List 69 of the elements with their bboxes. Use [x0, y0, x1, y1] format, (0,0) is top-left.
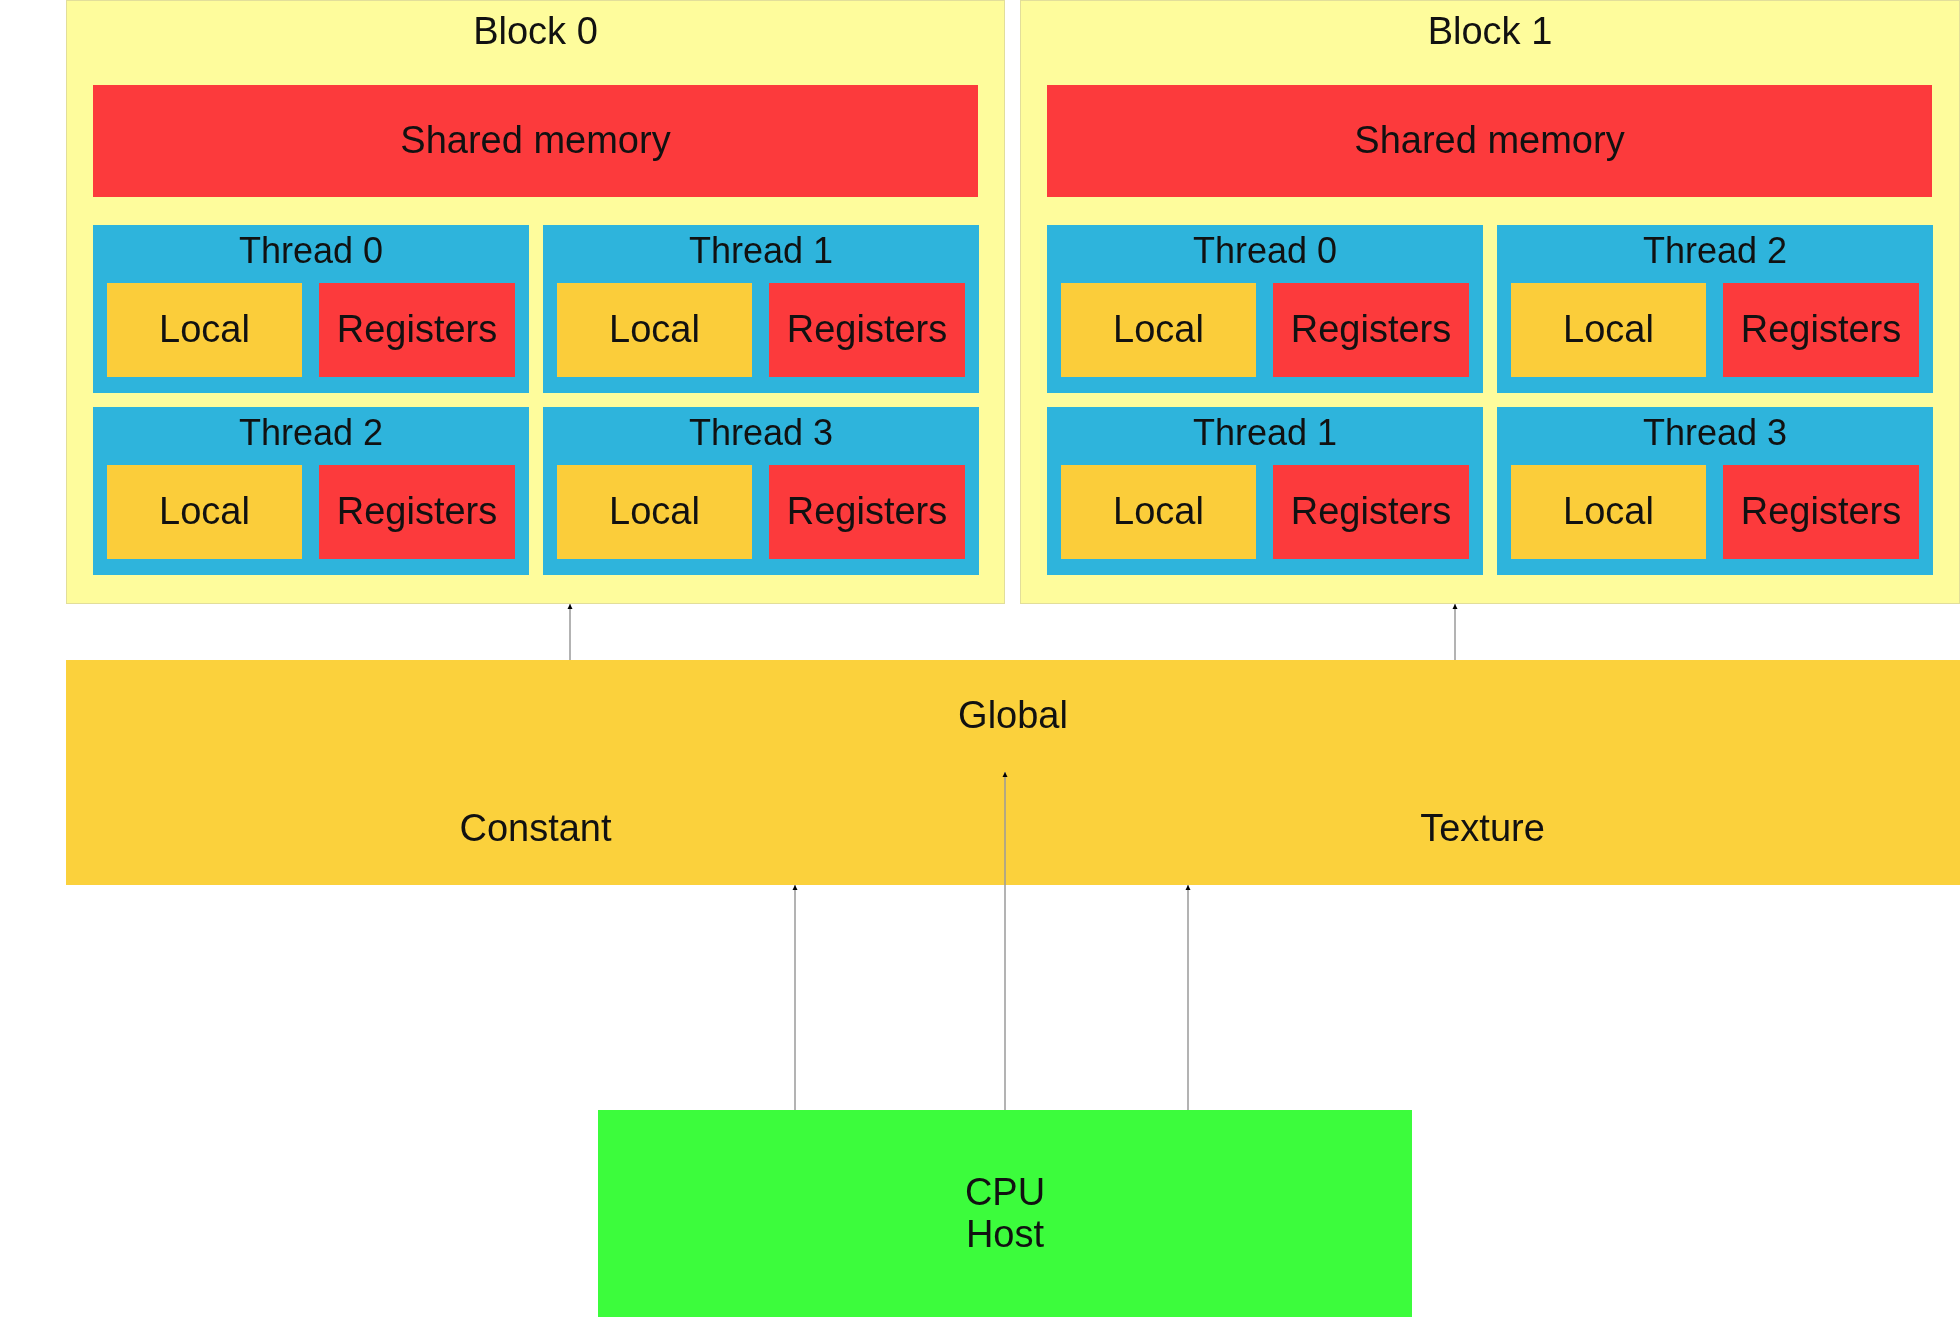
memory-label: Registers [1740, 491, 1902, 533]
memory-label: Global [958, 695, 1068, 737]
thread-block-panel [66, 0, 1005, 604]
arrow [792, 884, 798, 1111]
memory-label: Registers [336, 491, 498, 533]
thread-title: Thread 1 [1191, 413, 1339, 453]
thread-title: Thread 2 [1641, 231, 1789, 271]
memory-bar [66, 660, 1960, 772]
local-memory-box [1061, 283, 1256, 377]
memory-label: Registers [1740, 309, 1902, 351]
thread-panel [1047, 407, 1483, 575]
thread-title: Thread 3 [687, 413, 835, 453]
shared-memory-box [93, 85, 978, 197]
local-memory-box [1511, 465, 1706, 559]
registers-box [1273, 283, 1469, 377]
memory-label: Local [1113, 309, 1204, 351]
memory-label: Local [159, 491, 250, 533]
memory-label: Constant [459, 807, 612, 850]
memory-label: Registers [786, 491, 948, 533]
thread-title: Thread 0 [237, 231, 385, 271]
local-memory-box [1061, 465, 1256, 559]
memory-label: Registers [1290, 491, 1452, 533]
thread-title: Thread 2 [237, 413, 385, 453]
block-title: Block 0 [472, 11, 599, 53]
registers-box [1273, 465, 1469, 559]
memory-label: Local [609, 309, 700, 351]
memory-label: Local [1563, 309, 1654, 351]
arrow [1452, 603, 1458, 661]
memory-label: Local [159, 309, 250, 351]
memory-label: Registers [1290, 309, 1452, 351]
registers-box [769, 465, 965, 559]
thread-panel [93, 225, 529, 393]
thread-title: Thread 3 [1641, 413, 1789, 453]
thread-panel [1047, 225, 1483, 393]
thread-panel [1497, 225, 1933, 393]
memory-label: Local [1113, 491, 1204, 533]
thread-title: Thread 1 [687, 231, 835, 271]
local-memory-box [1511, 283, 1706, 377]
memory-label: Registers [786, 309, 948, 351]
thread-block-panel [1020, 0, 1960, 604]
registers-box [1723, 465, 1919, 559]
registers-box [319, 465, 515, 559]
shared-memory-box [1047, 85, 1932, 197]
registers-box [1723, 283, 1919, 377]
local-memory-box [107, 283, 302, 377]
memory-label: Local [609, 491, 700, 533]
memory-label: Texture [1420, 807, 1545, 850]
memory-bar [66, 772, 1005, 885]
memory-label: Shared memory [400, 120, 671, 162]
thread-panel [1497, 407, 1933, 575]
thread-panel [543, 407, 979, 575]
local-memory-box [557, 465, 752, 559]
local-memory-box [557, 283, 752, 377]
memory-bar [1005, 772, 1960, 885]
arrow [567, 603, 573, 661]
arrow [1002, 771, 1008, 1111]
arrow [1185, 884, 1191, 1111]
thread-title: Thread 0 [1191, 231, 1339, 271]
local-memory-box [107, 465, 302, 559]
block-title: Block 1 [1426, 11, 1554, 53]
host-box [598, 1110, 1412, 1317]
memory-label: Registers [336, 309, 498, 351]
memory-label: Local [1563, 491, 1654, 533]
host-label: CPU Host [963, 1171, 1047, 1256]
registers-box [319, 283, 515, 377]
registers-box [769, 283, 965, 377]
thread-panel [543, 225, 979, 393]
memory-label: Shared memory [1354, 120, 1625, 162]
thread-panel [93, 407, 529, 575]
